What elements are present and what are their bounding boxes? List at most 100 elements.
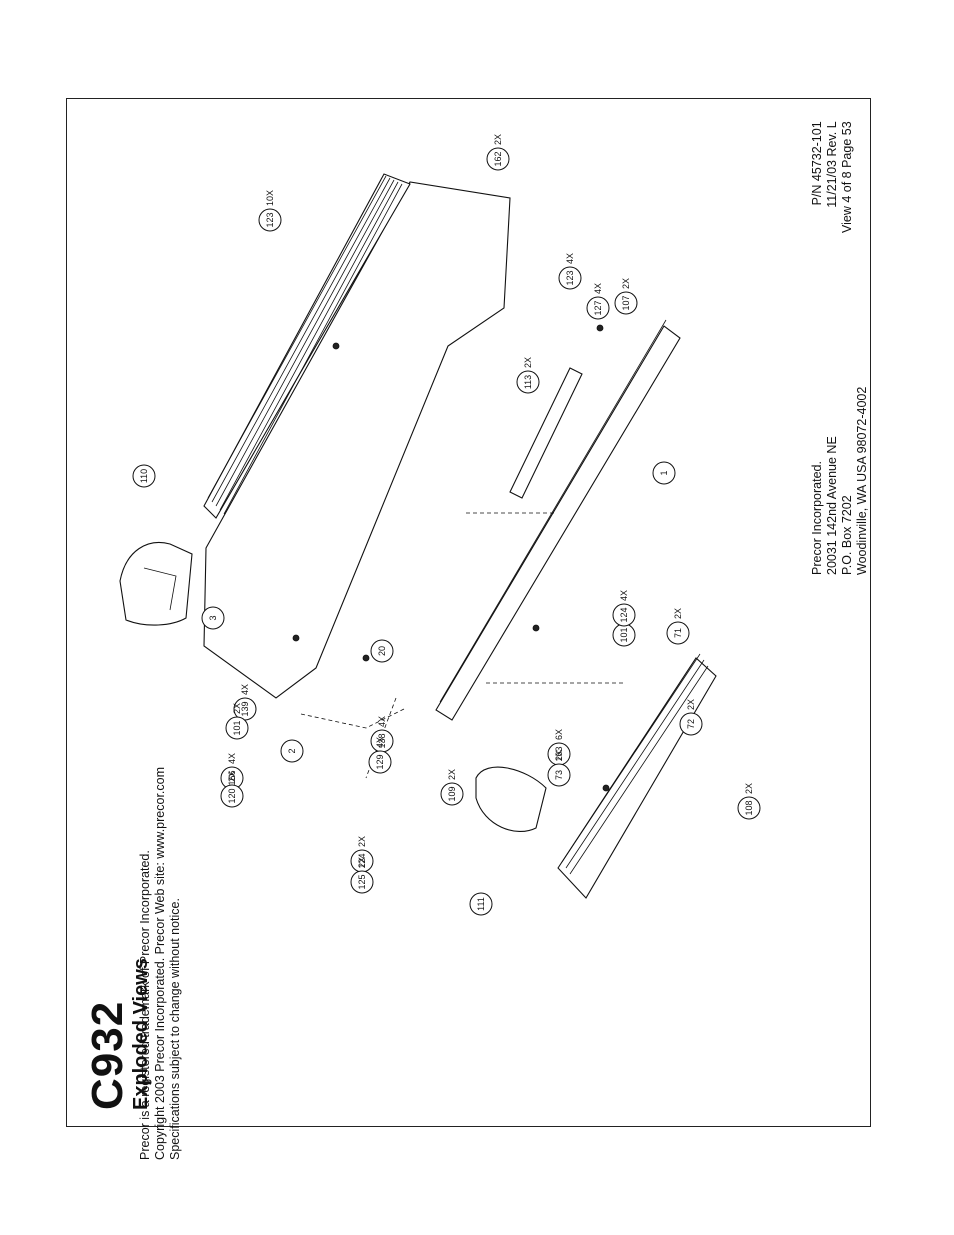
callout-label: 120	[227, 788, 237, 803]
callout-quantity: 4X	[227, 753, 237, 764]
callout-label: 127	[593, 300, 603, 315]
callout-quantity: 2X	[744, 783, 754, 794]
callout-label: 2	[287, 748, 297, 753]
callout-quantity: 2X	[232, 703, 242, 714]
callout-circle	[440, 782, 464, 806]
callout-quantity: 2X	[673, 608, 683, 619]
callout-label: 20	[377, 646, 387, 656]
callout-label: 109	[447, 786, 457, 801]
callout-quantity: 2X	[447, 769, 457, 780]
part-callout: 3	[201, 606, 225, 630]
fastener	[362, 654, 370, 662]
step-trim-ribs	[561, 653, 709, 875]
callout-label: 110	[139, 469, 149, 483]
callout-circle	[258, 208, 282, 232]
callout-label: 125	[357, 874, 367, 889]
callout-quantity: 4X	[240, 684, 250, 695]
callout-label: 111	[476, 897, 486, 911]
step-trim-part	[557, 657, 717, 899]
callout-label: 71	[673, 628, 683, 638]
callout-circle	[547, 763, 571, 787]
callout-label: 73	[554, 770, 564, 780]
side-rail-part	[435, 325, 681, 721]
callout-circle	[612, 603, 636, 627]
part-callout: 120 2X	[220, 771, 244, 808]
part-callout: 166 4X	[220, 753, 244, 790]
part-callout: 72 2X	[679, 699, 703, 736]
callout-label: 166	[227, 770, 237, 785]
part-callout: 107 2X	[614, 278, 638, 315]
part-callout: 109 2X	[440, 769, 464, 806]
part-callout: 1	[652, 461, 676, 485]
callout-label: 139	[240, 701, 250, 716]
callout-circle	[350, 870, 374, 894]
callout-quantity: 2X	[554, 750, 564, 761]
part-callout: 101 2X	[225, 703, 249, 740]
drawing-frame	[66, 98, 871, 1127]
part-callout: 71 2X	[666, 608, 690, 645]
part-callout: 111	[469, 892, 493, 916]
callout-circle	[220, 784, 244, 808]
callout-quantity: 6X	[554, 729, 564, 740]
callout-label: 3	[208, 615, 218, 620]
callout-quantity: 2X	[621, 278, 631, 289]
callout-circle	[225, 716, 249, 740]
part-callout: 2	[280, 739, 304, 763]
fastener	[332, 342, 340, 350]
part-callout: 129 4X	[368, 737, 392, 774]
part-callout: 127 4X	[586, 283, 610, 320]
fastener	[596, 324, 604, 332]
callout-circle	[486, 147, 510, 171]
callout-circle	[558, 266, 582, 290]
part-callout: 73 2X	[547, 750, 571, 787]
part-callout: 108 2X	[737, 783, 761, 820]
assembly-line	[300, 707, 407, 729]
callout-quantity: 4X	[375, 737, 385, 748]
callout-label: 163	[554, 746, 564, 761]
callout-circle	[586, 296, 610, 320]
callout-circle	[368, 750, 392, 774]
callout-circle	[132, 464, 156, 488]
callout-circle	[614, 291, 638, 315]
callout-circle	[737, 796, 761, 820]
callout-label: 101	[232, 720, 242, 735]
callout-quantity: 2X	[357, 857, 367, 868]
callout-circle	[201, 606, 225, 630]
callout-label: 107	[621, 295, 631, 310]
callout-label: 108	[744, 800, 754, 815]
front-roller-part	[203, 173, 411, 519]
callout-label: 113	[523, 375, 533, 389]
callout-circle	[666, 621, 690, 645]
part-callout: 125 2X	[350, 857, 374, 894]
part-callout: 123 4X	[558, 253, 582, 290]
callout-label: 138	[377, 733, 387, 748]
callout-label: 72	[686, 719, 696, 729]
callout-label: 123	[565, 270, 575, 285]
fastener	[602, 784, 610, 792]
callout-quantity: 2X	[686, 699, 696, 710]
callout-circle	[679, 712, 703, 736]
fastener	[292, 634, 300, 642]
callout-quantity: 10X	[265, 190, 275, 206]
part-callout: 20	[370, 639, 394, 663]
callout-circle	[516, 370, 540, 394]
rear-support-part	[509, 367, 583, 499]
callout-quantity: 2X	[493, 134, 503, 145]
end-cap-part	[475, 766, 547, 832]
callout-quantity: 4X	[593, 283, 603, 294]
callout-circle	[652, 461, 676, 485]
fastener	[532, 624, 540, 632]
callout-label: 124	[357, 853, 367, 868]
callout-circle	[280, 739, 304, 763]
callout-quantity: 2X	[227, 771, 237, 782]
callout-label: 124	[619, 607, 629, 622]
callout-label: 129	[375, 754, 385, 769]
callout-circle	[469, 892, 493, 916]
callout-quantity: 4X	[619, 590, 629, 601]
callout-quantity: 4X	[565, 253, 575, 264]
callout-circle	[370, 639, 394, 663]
motor-hood-part	[119, 542, 193, 626]
part-callout: 110	[132, 464, 156, 488]
